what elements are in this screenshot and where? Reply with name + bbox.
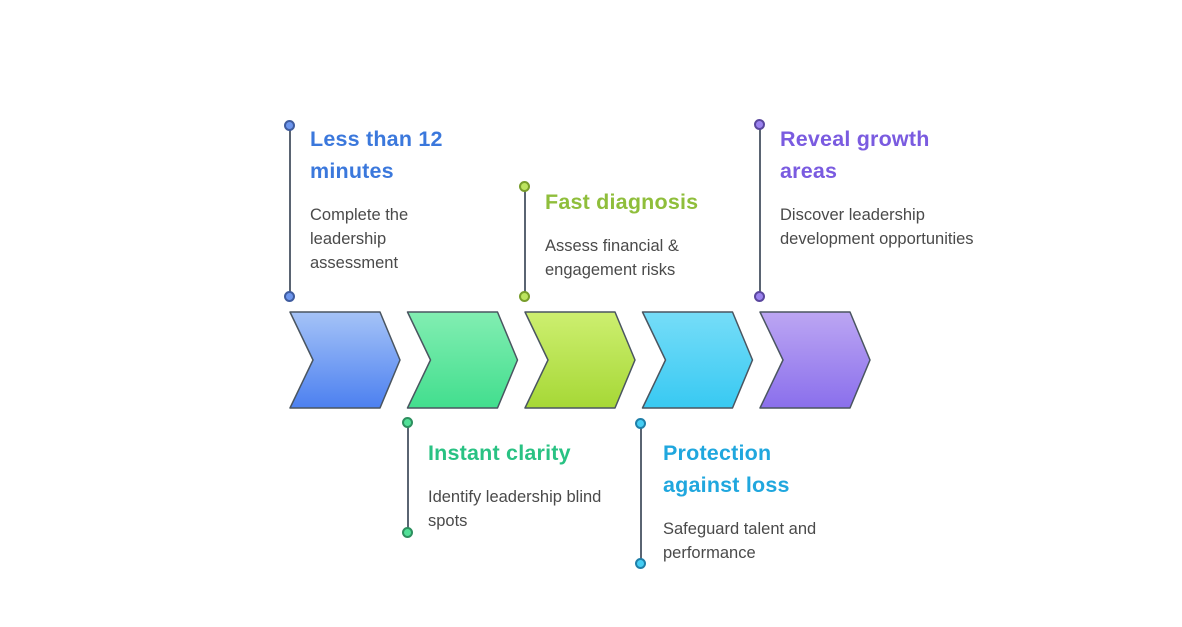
connector-line [758, 124, 761, 297]
step-callout-3: Fast diagnosis Assess financial & engage… [545, 186, 775, 282]
step-title: Fast diagnosis [545, 190, 699, 214]
connector-dot [402, 527, 413, 538]
connector-dot [284, 291, 295, 302]
connector-step-5 [754, 119, 765, 302]
step-title: Reveal growth areas [780, 127, 930, 183]
connector-line [639, 423, 642, 564]
connector-step-2 [402, 417, 413, 538]
connector-step-1 [284, 120, 295, 302]
step-title: Less than 12 minutes [310, 127, 443, 183]
chevron-arrow-3 [524, 311, 636, 409]
connector-dot [402, 417, 413, 428]
connector-dot [635, 418, 646, 429]
chevron-arrow-5 [759, 311, 871, 409]
step-callout-4: Protection against loss Safeguard talent… [663, 437, 863, 565]
connector-dot [754, 119, 765, 130]
step-description: Safeguard talent and performance [663, 520, 817, 562]
connector-dot [635, 558, 646, 569]
step-description: Discover leadership development opportun… [780, 206, 974, 248]
step-callout-2: Instant clarity Identify leadership blin… [428, 437, 638, 533]
connector-dot [519, 181, 530, 192]
connector-step-3 [519, 181, 530, 302]
step-title: Instant clarity [428, 441, 571, 465]
connector-dot [519, 291, 530, 302]
connector-line [288, 125, 291, 297]
connector-step-4 [635, 418, 646, 569]
connector-dot [284, 120, 295, 131]
step-description: Assess financial & engagement risks [545, 237, 679, 279]
step-description: Identify leadership blind spots [428, 488, 602, 530]
connector-line [406, 422, 409, 533]
step-description: Complete the leadership assessment [310, 206, 409, 272]
step-callout-5: Reveal growth areas Discover leadership … [780, 123, 975, 251]
connector-dot [754, 291, 765, 302]
step-title: Protection against loss [663, 441, 790, 497]
chevron-arrow-1 [289, 311, 401, 409]
chevron-arrow-4 [641, 311, 754, 409]
chevron-arrow-2 [406, 311, 519, 409]
connector-line [523, 186, 526, 297]
step-callout-1: Less than 12 minutes Complete the leader… [310, 123, 485, 275]
